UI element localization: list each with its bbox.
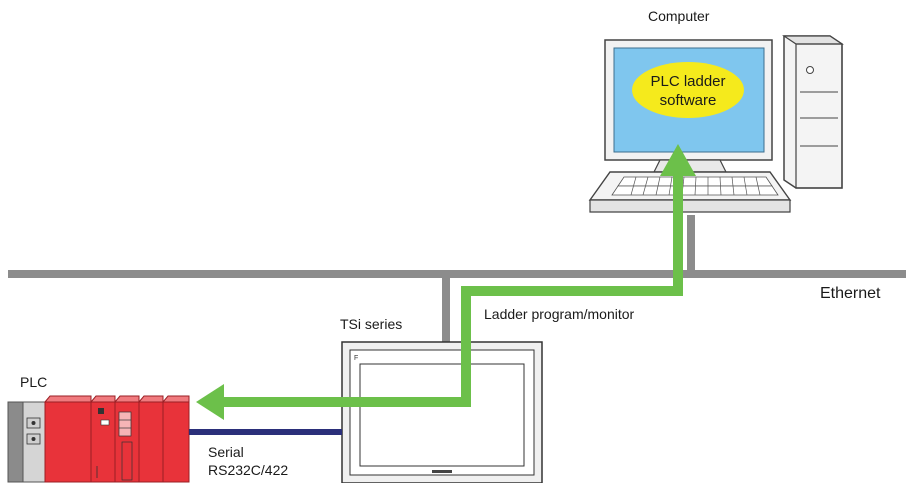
serial-label: Serial xyxy=(208,444,244,460)
computer-label: Computer xyxy=(648,8,710,24)
computer-drop-line xyxy=(687,215,695,273)
ladder-program-label: Ladder program/monitor xyxy=(484,306,635,322)
ethernet-label: Ethernet xyxy=(820,285,881,302)
tsi-drop-line xyxy=(442,275,450,343)
ethernet-line xyxy=(8,270,906,278)
software-bubble xyxy=(632,62,744,118)
computer-keyboard xyxy=(588,171,792,213)
arrow-head-computer xyxy=(660,144,696,176)
svg-text:F: F xyxy=(354,355,358,362)
computer-tower xyxy=(782,35,844,189)
plc-unit xyxy=(7,395,190,483)
ladder-path-line xyxy=(220,170,683,407)
serial-cable xyxy=(189,429,342,435)
tsi-panel-screen xyxy=(359,363,525,467)
software-label-line1: PLC ladder xyxy=(650,73,726,90)
tsi-panel: F xyxy=(341,341,543,483)
tsi-series-label: TSi series xyxy=(340,316,403,332)
serial-standard-label: RS232C/422 xyxy=(208,462,289,478)
arrow-head-plc xyxy=(196,384,224,420)
plc-label: PLC xyxy=(20,374,48,390)
software-label-line2: software xyxy=(659,92,717,109)
